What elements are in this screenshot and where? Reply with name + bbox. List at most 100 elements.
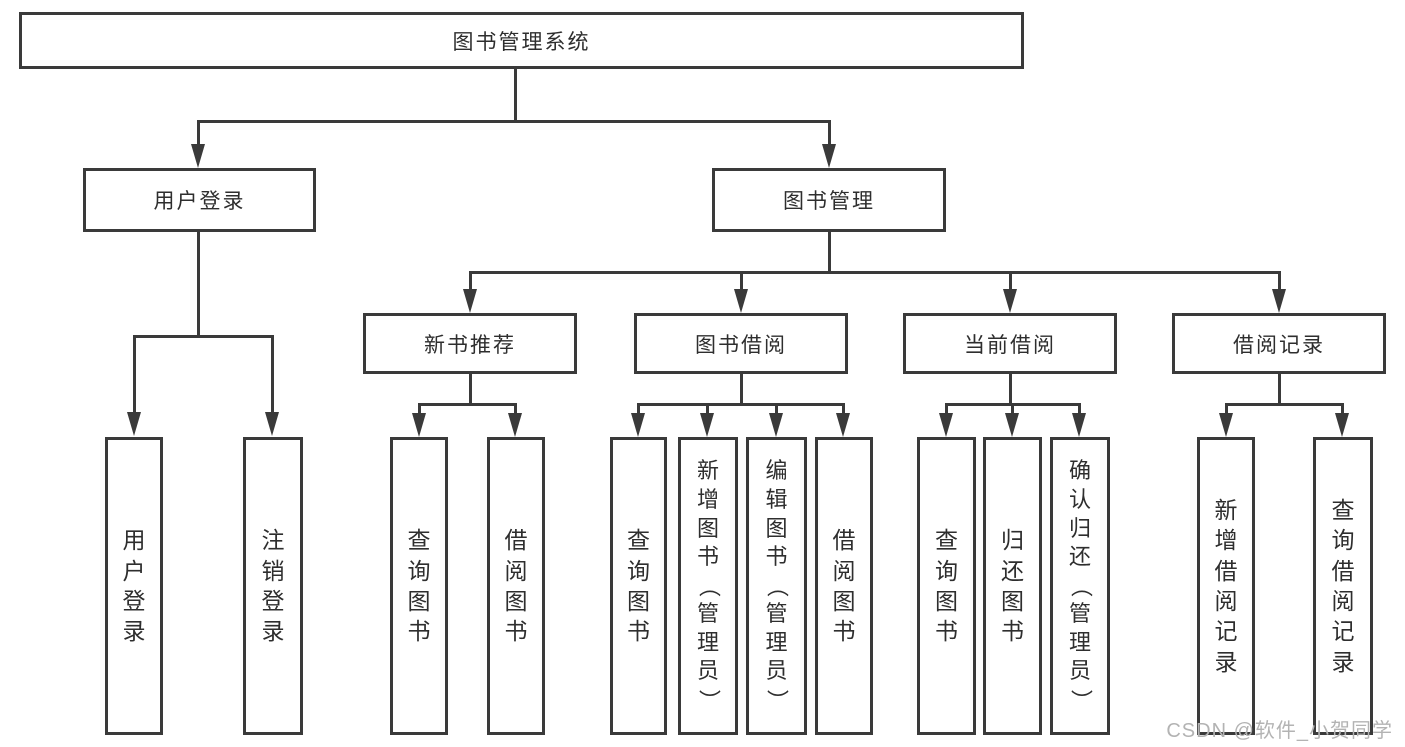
- vertical-char: 还: [1068, 544, 1091, 570]
- connector-line: [1225, 403, 1343, 406]
- csdn-watermark: CSDN @软件_小贺同学: [1166, 720, 1393, 742]
- vertical-char: 询: [407, 557, 431, 584]
- connector-arrowhead: [1072, 413, 1086, 437]
- connector-line: [775, 403, 778, 415]
- vertical-char: 书: [627, 618, 650, 645]
- node-book-borrow: 图书借阅: [634, 313, 848, 374]
- connector-line: [469, 271, 472, 289]
- vertical-char: 管: [765, 601, 788, 627]
- connector-arrowhead: [265, 412, 279, 436]
- node-query-borrow-record: 查询借阅记录: [1313, 437, 1373, 735]
- connector-line: [1011, 403, 1014, 415]
- vertical-char: 询: [935, 557, 958, 584]
- connector-line: [197, 232, 200, 336]
- connector-arrowhead: [836, 413, 850, 437]
- node-add-books-admin: 新增图书（管理员）: [678, 437, 738, 735]
- vertical-char: 书: [832, 618, 856, 645]
- vertical-char: ）: [764, 689, 790, 712]
- connector-arrowhead: [1005, 413, 1019, 437]
- vertical-char: 用: [122, 527, 146, 554]
- vertical-char: 理: [1068, 629, 1091, 655]
- vertical-char: 录: [1331, 648, 1355, 675]
- connector-arrowhead: [508, 413, 522, 437]
- connector-line: [1225, 403, 1228, 415]
- connector-arrowhead: [700, 413, 714, 437]
- connector-arrowhead: [412, 413, 426, 437]
- vertical-char: 借: [832, 527, 856, 554]
- connector-line: [514, 403, 517, 415]
- vertical-char: 管: [696, 601, 719, 627]
- node-root: 图书管理系统: [19, 12, 1024, 69]
- connector-line: [1278, 374, 1281, 405]
- connector-line: [637, 403, 845, 406]
- vertical-char: 阅: [1214, 588, 1238, 614]
- vertical-char: 查: [407, 527, 431, 554]
- vertical-char: 增: [696, 486, 719, 512]
- connector-line: [1009, 374, 1012, 405]
- vertical-char: 增: [1214, 527, 1238, 554]
- connector-arrowhead: [734, 289, 748, 313]
- connector-line: [469, 271, 1280, 274]
- node-user-login: 用户登录: [83, 168, 316, 232]
- connector-arrowhead: [1272, 289, 1286, 313]
- connector-line: [945, 403, 948, 415]
- vertical-char: 图: [407, 588, 431, 614]
- node-edit-books-admin: 编辑图书（管理员）: [746, 437, 807, 735]
- connector-arrowhead: [191, 144, 205, 168]
- node-query-books-recommend: 查询图书: [390, 437, 448, 735]
- connector-line: [842, 403, 845, 415]
- connector-arrowhead: [127, 412, 141, 436]
- vertical-char: 归: [1068, 515, 1091, 541]
- connector-arrowhead: [1335, 413, 1349, 437]
- connector-line: [1278, 271, 1281, 289]
- vertical-char: 登: [122, 588, 146, 614]
- vertical-char: 图: [696, 515, 719, 541]
- vertical-char: 书: [765, 544, 788, 570]
- vertical-char: 户: [122, 557, 146, 584]
- node-add-borrow-record: 新增借阅记录: [1197, 437, 1255, 735]
- vertical-char: 归: [1001, 527, 1024, 554]
- connector-arrowhead: [1219, 413, 1233, 437]
- vertical-char: （: [764, 574, 790, 598]
- node-borrow-records: 借阅记录: [1172, 313, 1386, 374]
- connector-arrowhead: [939, 413, 953, 437]
- connector-line: [197, 120, 200, 146]
- connector-line: [706, 403, 709, 415]
- vertical-char: ）: [1068, 689, 1094, 712]
- vertical-char: 管: [1068, 601, 1091, 627]
- connector-line: [1009, 271, 1012, 289]
- connector-arrowhead: [631, 413, 645, 437]
- vertical-char: 图: [627, 588, 650, 614]
- vertical-char: 员: [1068, 658, 1091, 684]
- connector-arrowhead: [822, 144, 836, 168]
- vertical-char: 查: [627, 527, 650, 554]
- vertical-char: 记: [1331, 618, 1355, 645]
- node-new-book-recommend: 新书推荐: [363, 313, 577, 374]
- vertical-char: 阅: [832, 557, 856, 584]
- connector-line: [1078, 403, 1081, 415]
- vertical-char: 查: [935, 527, 958, 554]
- vertical-char: 注: [261, 527, 285, 554]
- vertical-char: 阅: [1331, 588, 1355, 614]
- connector-line: [828, 120, 831, 146]
- vertical-char: （: [696, 574, 722, 598]
- vertical-char: 询: [1331, 527, 1355, 554]
- node-borrow-books-leaf: 借阅图书: [815, 437, 873, 735]
- vertical-char: 查: [1331, 496, 1355, 523]
- node-return-books: 归还图书: [983, 437, 1042, 735]
- node-borrow-books-recommend: 借阅图书: [487, 437, 545, 735]
- connector-line: [418, 403, 517, 406]
- vertical-char: （: [1068, 574, 1094, 598]
- vertical-char: 记: [1214, 618, 1238, 645]
- vertical-char: 理: [696, 629, 719, 655]
- vertical-char: 理: [765, 629, 788, 655]
- connector-line: [271, 335, 274, 413]
- connector-line: [740, 271, 743, 289]
- vertical-char: 员: [696, 658, 719, 684]
- connector-line: [1341, 403, 1344, 415]
- vertical-char: 书: [504, 618, 528, 645]
- vertical-char: 询: [627, 557, 650, 584]
- connector-arrowhead: [463, 289, 477, 313]
- vertical-char: 辑: [765, 486, 788, 512]
